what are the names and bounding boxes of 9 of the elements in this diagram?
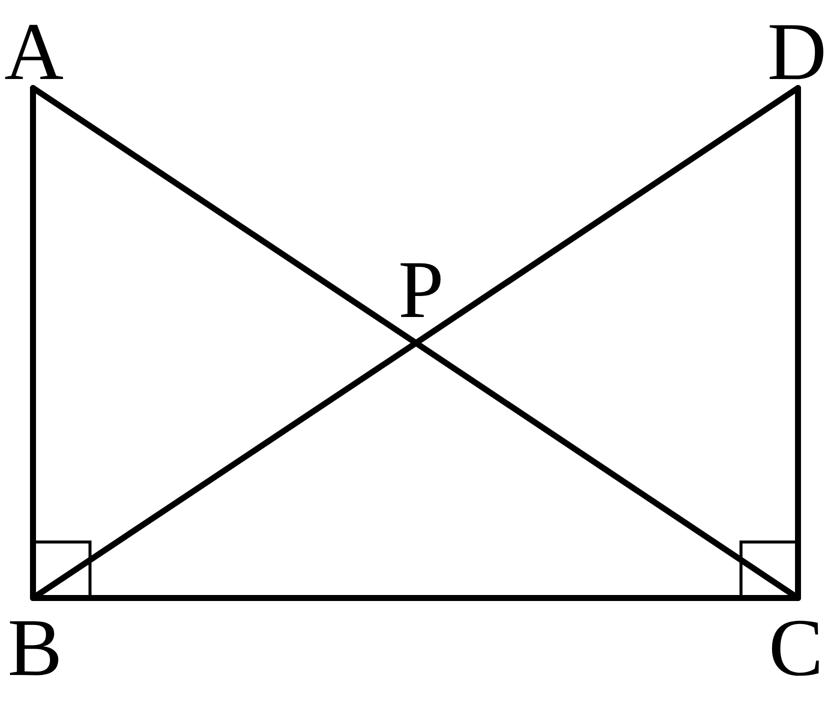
point-label: C [768, 607, 824, 689]
point-label: P [398, 249, 444, 331]
line-segment [30, 340, 419, 601]
point-label: D [767, 11, 827, 93]
point-label: A [4, 11, 64, 93]
point-label: B [8, 607, 62, 689]
line-segment [30, 85, 419, 346]
line-segment [413, 340, 801, 601]
line-segment [413, 85, 801, 346]
